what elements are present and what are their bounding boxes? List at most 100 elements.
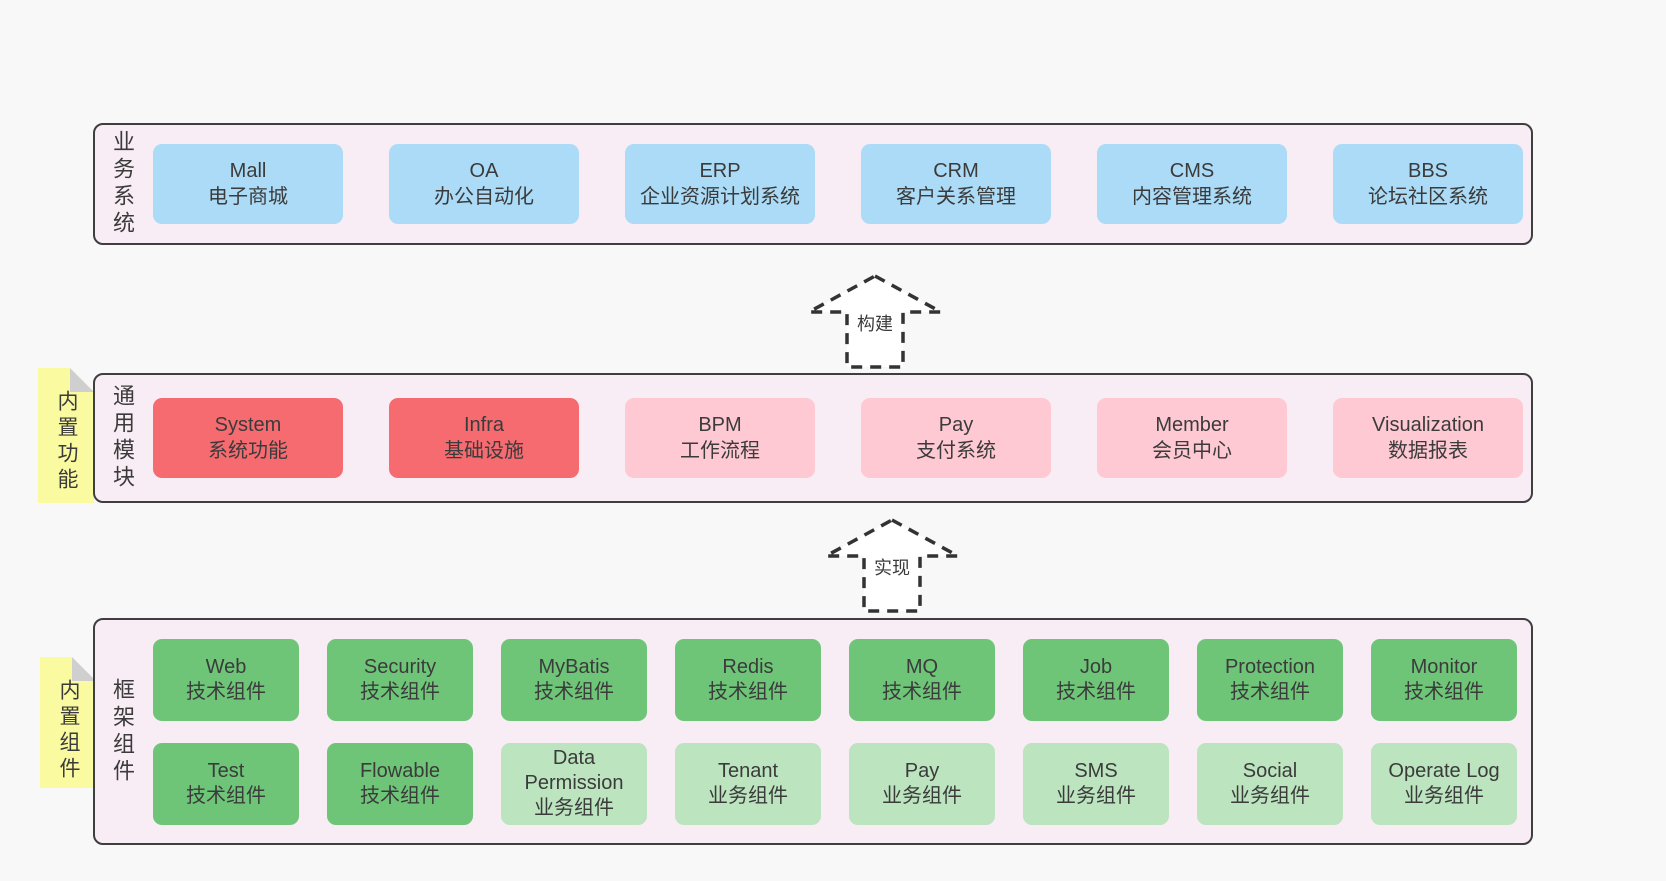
- box-tenant: Tenant 业务组件: [675, 742, 821, 825]
- builtin-features-label: 内置功能: [55, 390, 78, 494]
- box-subtitle: 业务组件: [1056, 784, 1136, 807]
- box-infra: Infra 基础设施: [389, 398, 579, 478]
- box-title: Mall: [229, 160, 267, 182]
- box-subtitle: 技术组件: [708, 680, 788, 703]
- common-modules-label: 通用模块: [110, 384, 135, 492]
- box-subtitle: 企业资源计划系统: [640, 186, 800, 208]
- box-bpm: BPM 工作流程: [625, 398, 815, 478]
- box-title: Data Permission: [524, 747, 624, 794]
- build-arrow-icon: 构建: [805, 274, 945, 369]
- box-subtitle: 业务组件: [534, 797, 614, 819]
- box-subtitle: 支付系统: [916, 440, 996, 462]
- box-subtitle: 技术组件: [1404, 680, 1484, 703]
- box-title: CRM: [933, 160, 979, 182]
- box-subtitle: 工作流程: [680, 440, 760, 462]
- box-flowable: Flowable 技术组件: [327, 742, 473, 825]
- box-job: Job 技术组件: [1023, 638, 1169, 721]
- box-title: Redis: [722, 655, 774, 678]
- box-subtitle: 客户关系管理: [896, 186, 1016, 208]
- box-title: Job: [1079, 655, 1113, 678]
- box-title: CMS: [1169, 160, 1215, 182]
- box-erp: ERP 企业资源计划系统: [625, 144, 815, 224]
- box-protection: Protection 技术组件: [1197, 638, 1343, 721]
- box-subtitle: 业务组件: [1404, 784, 1484, 807]
- box-subtitle: 会员中心: [1152, 440, 1232, 462]
- box-subtitle: 业务组件: [882, 784, 962, 807]
- box-title: Protection: [1224, 655, 1316, 678]
- box-subtitle: 数据报表: [1388, 440, 1468, 462]
- box-security: Security 技术组件: [327, 638, 473, 721]
- box-subtitle: 基础设施: [444, 440, 524, 462]
- box-title: Test: [207, 759, 245, 782]
- box-pay-module: Pay 支付系统: [861, 398, 1051, 478]
- box-mall: Mall 电子商城: [153, 144, 343, 224]
- box-title: Monitor: [1410, 655, 1478, 678]
- box-social: Social 业务组件: [1197, 742, 1343, 825]
- common-modules-layer: 通用模块 System 系统功能 Infra 基础设施 BPM 工作流程 Pay…: [93, 373, 1533, 503]
- builtin-components-label: 内置组件: [57, 679, 80, 783]
- box-title: BPM: [698, 414, 742, 436]
- box-data-permission: Data Permission 业务组件: [501, 742, 647, 825]
- box-visualization: Visualization 数据报表: [1333, 398, 1523, 478]
- sticky-fold-corner: [70, 368, 94, 392]
- box-subtitle: 技术组件: [882, 680, 962, 703]
- box-subtitle: 业务组件: [708, 784, 788, 807]
- box-subtitle: 技术组件: [360, 784, 440, 807]
- box-subtitle: 办公自动化: [434, 186, 534, 208]
- implement-arrow-label: 实现: [871, 554, 913, 580]
- box-redis: Redis 技术组件: [675, 638, 821, 721]
- box-title: Operate Log: [1388, 759, 1500, 782]
- business-systems-label: 业务系统: [110, 130, 135, 238]
- box-subtitle: 技术组件: [1230, 680, 1310, 703]
- box-title: ERP: [699, 160, 741, 182]
- box-subtitle: 技术组件: [186, 680, 266, 703]
- box-title: Tenant: [717, 759, 779, 782]
- box-title: Social: [1242, 759, 1298, 782]
- box-title: MQ: [905, 655, 939, 678]
- box-title: Pay: [904, 759, 940, 782]
- box-subtitle: 技术组件: [1056, 680, 1136, 703]
- box-title: Infra: [463, 414, 505, 436]
- box-title: Flowable: [359, 759, 441, 782]
- box-test: Test 技术组件: [153, 742, 299, 825]
- box-bbs: BBS 论坛社区系统: [1333, 144, 1523, 224]
- box-member: Member 会员中心: [1097, 398, 1287, 478]
- box-title: BBS: [1407, 160, 1449, 182]
- box-title: Web: [205, 655, 247, 678]
- implement-arrow-icon: 实现: [822, 518, 962, 613]
- box-mq: MQ 技术组件: [849, 638, 995, 721]
- box-title: OA: [469, 160, 499, 182]
- box-subtitle: 技术组件: [186, 784, 266, 807]
- box-monitor: Monitor 技术组件: [1371, 638, 1517, 721]
- box-subtitle: 业务组件: [1230, 784, 1310, 807]
- tech-components-row: Web 技术组件 Security 技术组件 MyBatis 技术组件 Redi…: [153, 638, 1517, 721]
- box-subtitle: 技术组件: [534, 680, 614, 703]
- box-subtitle: 论坛社区系统: [1368, 186, 1488, 208]
- builtin-features-sticky: 内置功能: [38, 368, 94, 503]
- framework-components-layer: 框架组件 Web 技术组件 Security 技术组件 MyBatis 技术组件…: [93, 618, 1533, 845]
- box-subtitle: 技术组件: [360, 680, 440, 703]
- box-title: System: [214, 414, 282, 436]
- business-systems-layer: 业务系统 Mall 电子商城 OA 办公自动化 ERP 企业资源计划系统 CRM…: [93, 123, 1533, 245]
- box-operate-log: Operate Log 业务组件: [1371, 742, 1517, 825]
- box-title: Security: [363, 655, 437, 678]
- box-subtitle: 电子商城: [208, 186, 288, 208]
- box-system: System 系统功能: [153, 398, 343, 478]
- box-sms: SMS 业务组件: [1023, 742, 1169, 825]
- box-subtitle: 内容管理系统: [1132, 186, 1252, 208]
- box-subtitle: 系统功能: [208, 440, 288, 462]
- box-oa: OA 办公自动化: [389, 144, 579, 224]
- biz-components-row: Test 技术组件 Flowable 技术组件 Data Permission …: [153, 742, 1517, 825]
- box-title: SMS: [1074, 759, 1118, 782]
- box-web: Web 技术组件: [153, 638, 299, 721]
- box-pay-component: Pay 业务组件: [849, 742, 995, 825]
- box-title: Member: [1155, 414, 1229, 436]
- box-title: Visualization: [1372, 414, 1484, 436]
- box-crm: CRM 客户关系管理: [861, 144, 1051, 224]
- builtin-components-sticky: 内置组件: [40, 657, 96, 788]
- box-title: Pay: [938, 414, 974, 436]
- box-cms: CMS 内容管理系统: [1097, 144, 1287, 224]
- framework-components-label: 框架组件: [110, 677, 135, 786]
- build-arrow-label: 构建: [854, 310, 896, 336]
